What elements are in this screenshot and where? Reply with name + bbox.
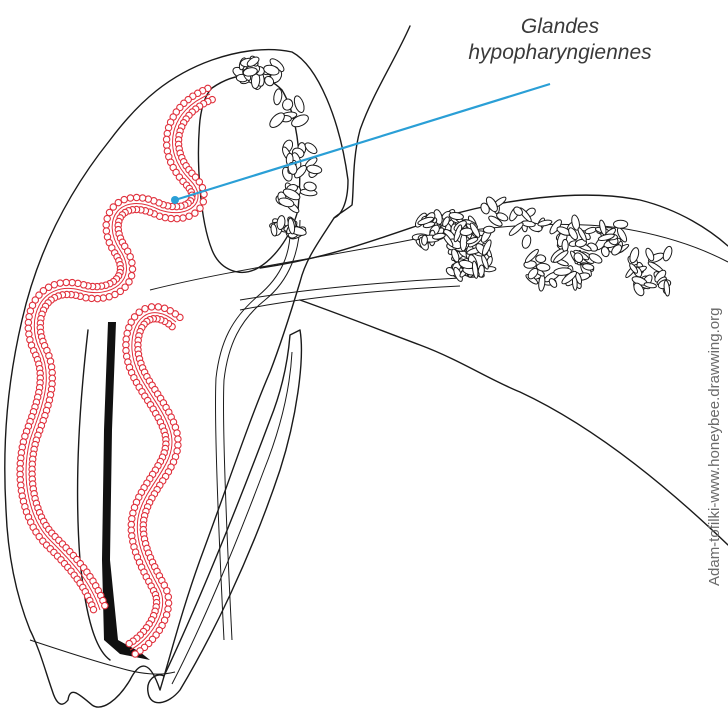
gland-acinus: [273, 88, 283, 105]
gland-cell: [197, 205, 203, 211]
thorax-lower-outline: [300, 300, 728, 545]
gland-cell: [133, 194, 139, 200]
image-credit: Adam-tofilki-www.honeybee.drawwing.org: [704, 166, 728, 586]
mouthparts-outline: [30, 640, 175, 674]
gland-cell: [106, 209, 112, 215]
gland-cell: [129, 260, 135, 266]
gland-cell: [165, 600, 171, 606]
gland-cell: [127, 195, 133, 201]
salivary-duct-2: [240, 286, 460, 310]
gland-acinus: [584, 226, 597, 235]
gland-cell: [186, 213, 192, 219]
gland-acinus: [662, 245, 674, 262]
antenna-base-outline: [334, 26, 410, 218]
gland-cell: [139, 195, 145, 201]
label-pointer-line: [175, 84, 550, 200]
gland-cell: [90, 606, 96, 612]
gland-cell: [63, 279, 69, 285]
gland-cell: [103, 222, 109, 228]
gland-cell: [132, 651, 138, 657]
gland-cell: [165, 594, 171, 600]
gland-cell: [161, 305, 167, 311]
salivary-gland-cluster-head: [231, 55, 322, 242]
gland-acinus: [292, 95, 306, 114]
gland-acinus: [421, 235, 427, 245]
gland-cell: [180, 215, 186, 221]
gland-cell: [102, 602, 108, 608]
proboscis-outer: [148, 330, 302, 703]
gland-cell: [174, 215, 180, 221]
gland-acinus: [303, 141, 319, 156]
gland-cell: [175, 436, 181, 442]
gland-cell: [155, 304, 161, 310]
gland-acinus: [521, 234, 532, 249]
gland-acinus: [644, 247, 655, 262]
gland-cell: [164, 588, 170, 594]
gland-cell: [142, 306, 148, 312]
gland-label-line2: hypopharyngiennes: [440, 40, 680, 66]
gland-acinus: [562, 239, 568, 251]
gland-cell: [106, 294, 112, 300]
gland-cells: [17, 85, 216, 657]
gland-cell: [200, 199, 206, 205]
gland-cell: [126, 640, 132, 646]
gland-cell: [127, 254, 133, 260]
gland-cell: [174, 430, 180, 436]
gland-cell: [128, 273, 134, 279]
duct-outer: [223, 220, 300, 640]
gland-cell: [103, 228, 109, 234]
gland-acinus: [535, 255, 546, 263]
duct-inner: [215, 222, 290, 640]
gland-acinus: [281, 98, 294, 112]
label-pointer-dot: [171, 196, 179, 204]
gland-label-line1: Glandes: [440, 14, 680, 40]
gland-cell: [129, 266, 135, 272]
gland-cell: [148, 304, 154, 310]
gland-acinus: [483, 226, 495, 233]
salivary-gland-cluster-thorax: [412, 195, 673, 297]
gland-acinus: [628, 247, 640, 264]
gland-cell: [69, 279, 75, 285]
gland-acinus: [614, 220, 628, 228]
gland-cell: [104, 215, 110, 221]
gland-label: Glandes hypopharyngiennes: [440, 14, 680, 66]
